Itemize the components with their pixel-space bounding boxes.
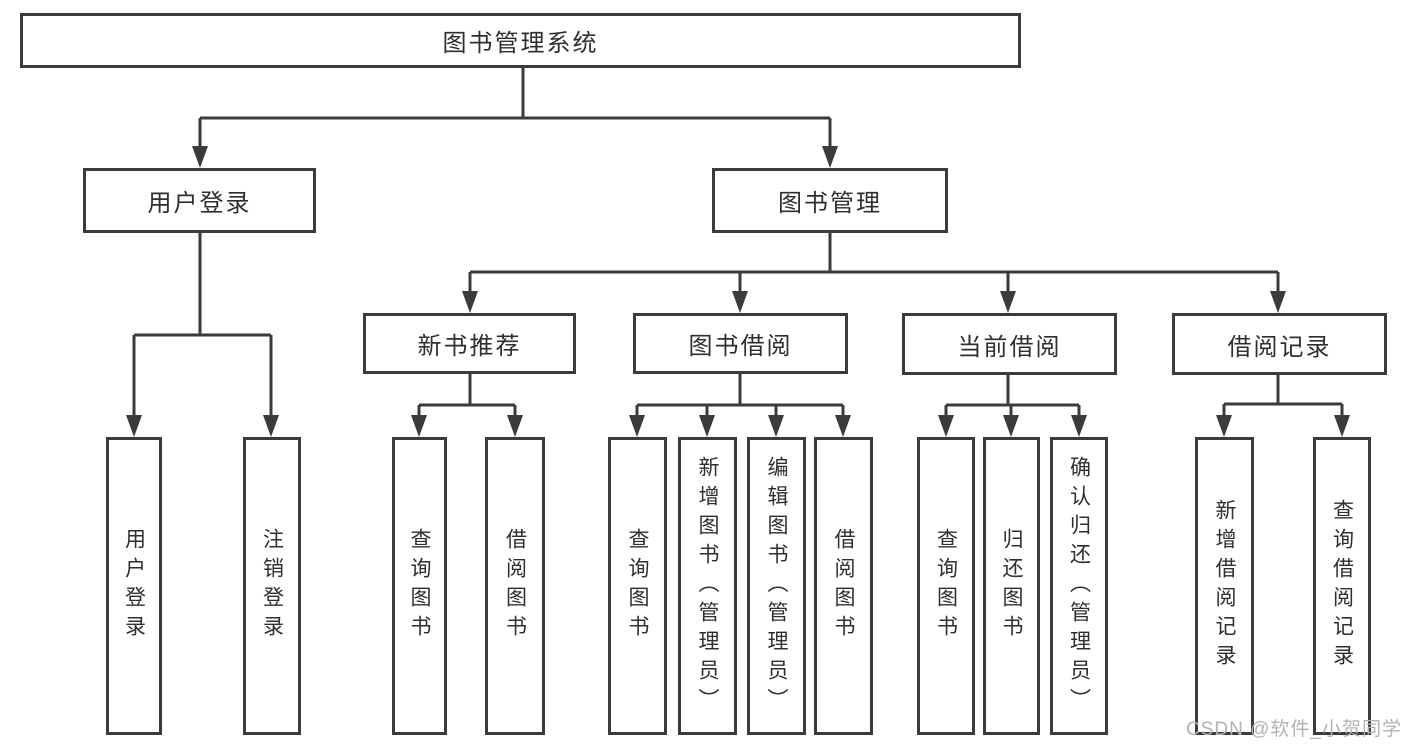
leaf-edit-books-admin: 编辑图书（管理员） (747, 437, 806, 735)
node-library-system: 图书管理系统 (20, 13, 1021, 68)
leaf-add-books-admin: 新增图书（管理员） (678, 437, 737, 735)
leaf-user-login: 用户登录 (106, 437, 162, 735)
leaf-query-borrow-record: 查询借阅记录 (1313, 437, 1371, 735)
node-book-borrowing: 图书借阅 (633, 313, 848, 374)
leaf-borrow-books-label: 借阅图书 (832, 528, 855, 644)
leaf-query-books-current: 查询图书 (917, 437, 975, 735)
leaf-add-borrow-record: 新增借阅记录 (1195, 437, 1254, 735)
leaf-borrow-books-recommend: 借阅图书 (485, 437, 545, 735)
node-book-management-label: 图书管理 (778, 190, 882, 217)
leaf-query-books-recommend: 查询图书 (392, 437, 447, 735)
node-library-system-label: 图书管理系统 (442, 30, 599, 57)
node-book-management: 图书管理 (712, 168, 948, 233)
node-book-borrowing-label: 图书借阅 (688, 333, 793, 360)
leaf-borrow-books: 借阅图书 (814, 437, 873, 735)
node-current-borrowing-label: 当前借阅 (957, 333, 1062, 361)
leaf-return-books: 归还图书 (983, 437, 1040, 735)
node-user-login: 用户登录 (83, 168, 316, 233)
leaf-query-books-borrow: 查询图书 (608, 437, 667, 735)
leaf-logout-label: 注销登录 (260, 528, 284, 644)
node-user-login-label: 用户登录 (147, 190, 252, 217)
node-new-book-recommend: 新书推荐 (363, 313, 576, 374)
leaf-user-login-label: 用户登录 (122, 528, 146, 644)
leaf-query-books-recommend-label: 查询图书 (408, 528, 431, 644)
leaf-add-books-admin-label: 新增图书（管理员） (696, 455, 719, 717)
leaf-query-books-borrow-label: 查询图书 (626, 528, 649, 644)
leaf-add-borrow-record-label: 新增借阅记录 (1213, 499, 1236, 673)
leaf-query-books-current-label: 查询图书 (934, 528, 958, 644)
node-borrow-records: 借阅记录 (1172, 313, 1387, 375)
leaf-edit-books-admin-label: 编辑图书（管理员） (765, 455, 788, 717)
leaf-confirm-return-admin-label: 确认归还（管理员） (1067, 455, 1091, 717)
arrowheads (126, 146, 1350, 437)
csdn-watermark: CSDN @软件_小贺同学 (1186, 719, 1402, 740)
leaf-return-books-label: 归还图书 (1000, 528, 1023, 644)
node-current-borrowing: 当前借阅 (902, 313, 1117, 375)
node-new-book-recommend-label: 新书推荐 (417, 333, 522, 360)
leaf-confirm-return-admin: 确认归还（管理员） (1050, 437, 1108, 735)
leaf-logout: 注销登录 (243, 437, 301, 735)
leaf-query-borrow-record-label: 查询借阅记录 (1330, 499, 1354, 673)
leaf-borrow-books-recommend-label: 借阅图书 (503, 528, 527, 644)
node-borrow-records-label: 借阅记录 (1227, 333, 1332, 361)
